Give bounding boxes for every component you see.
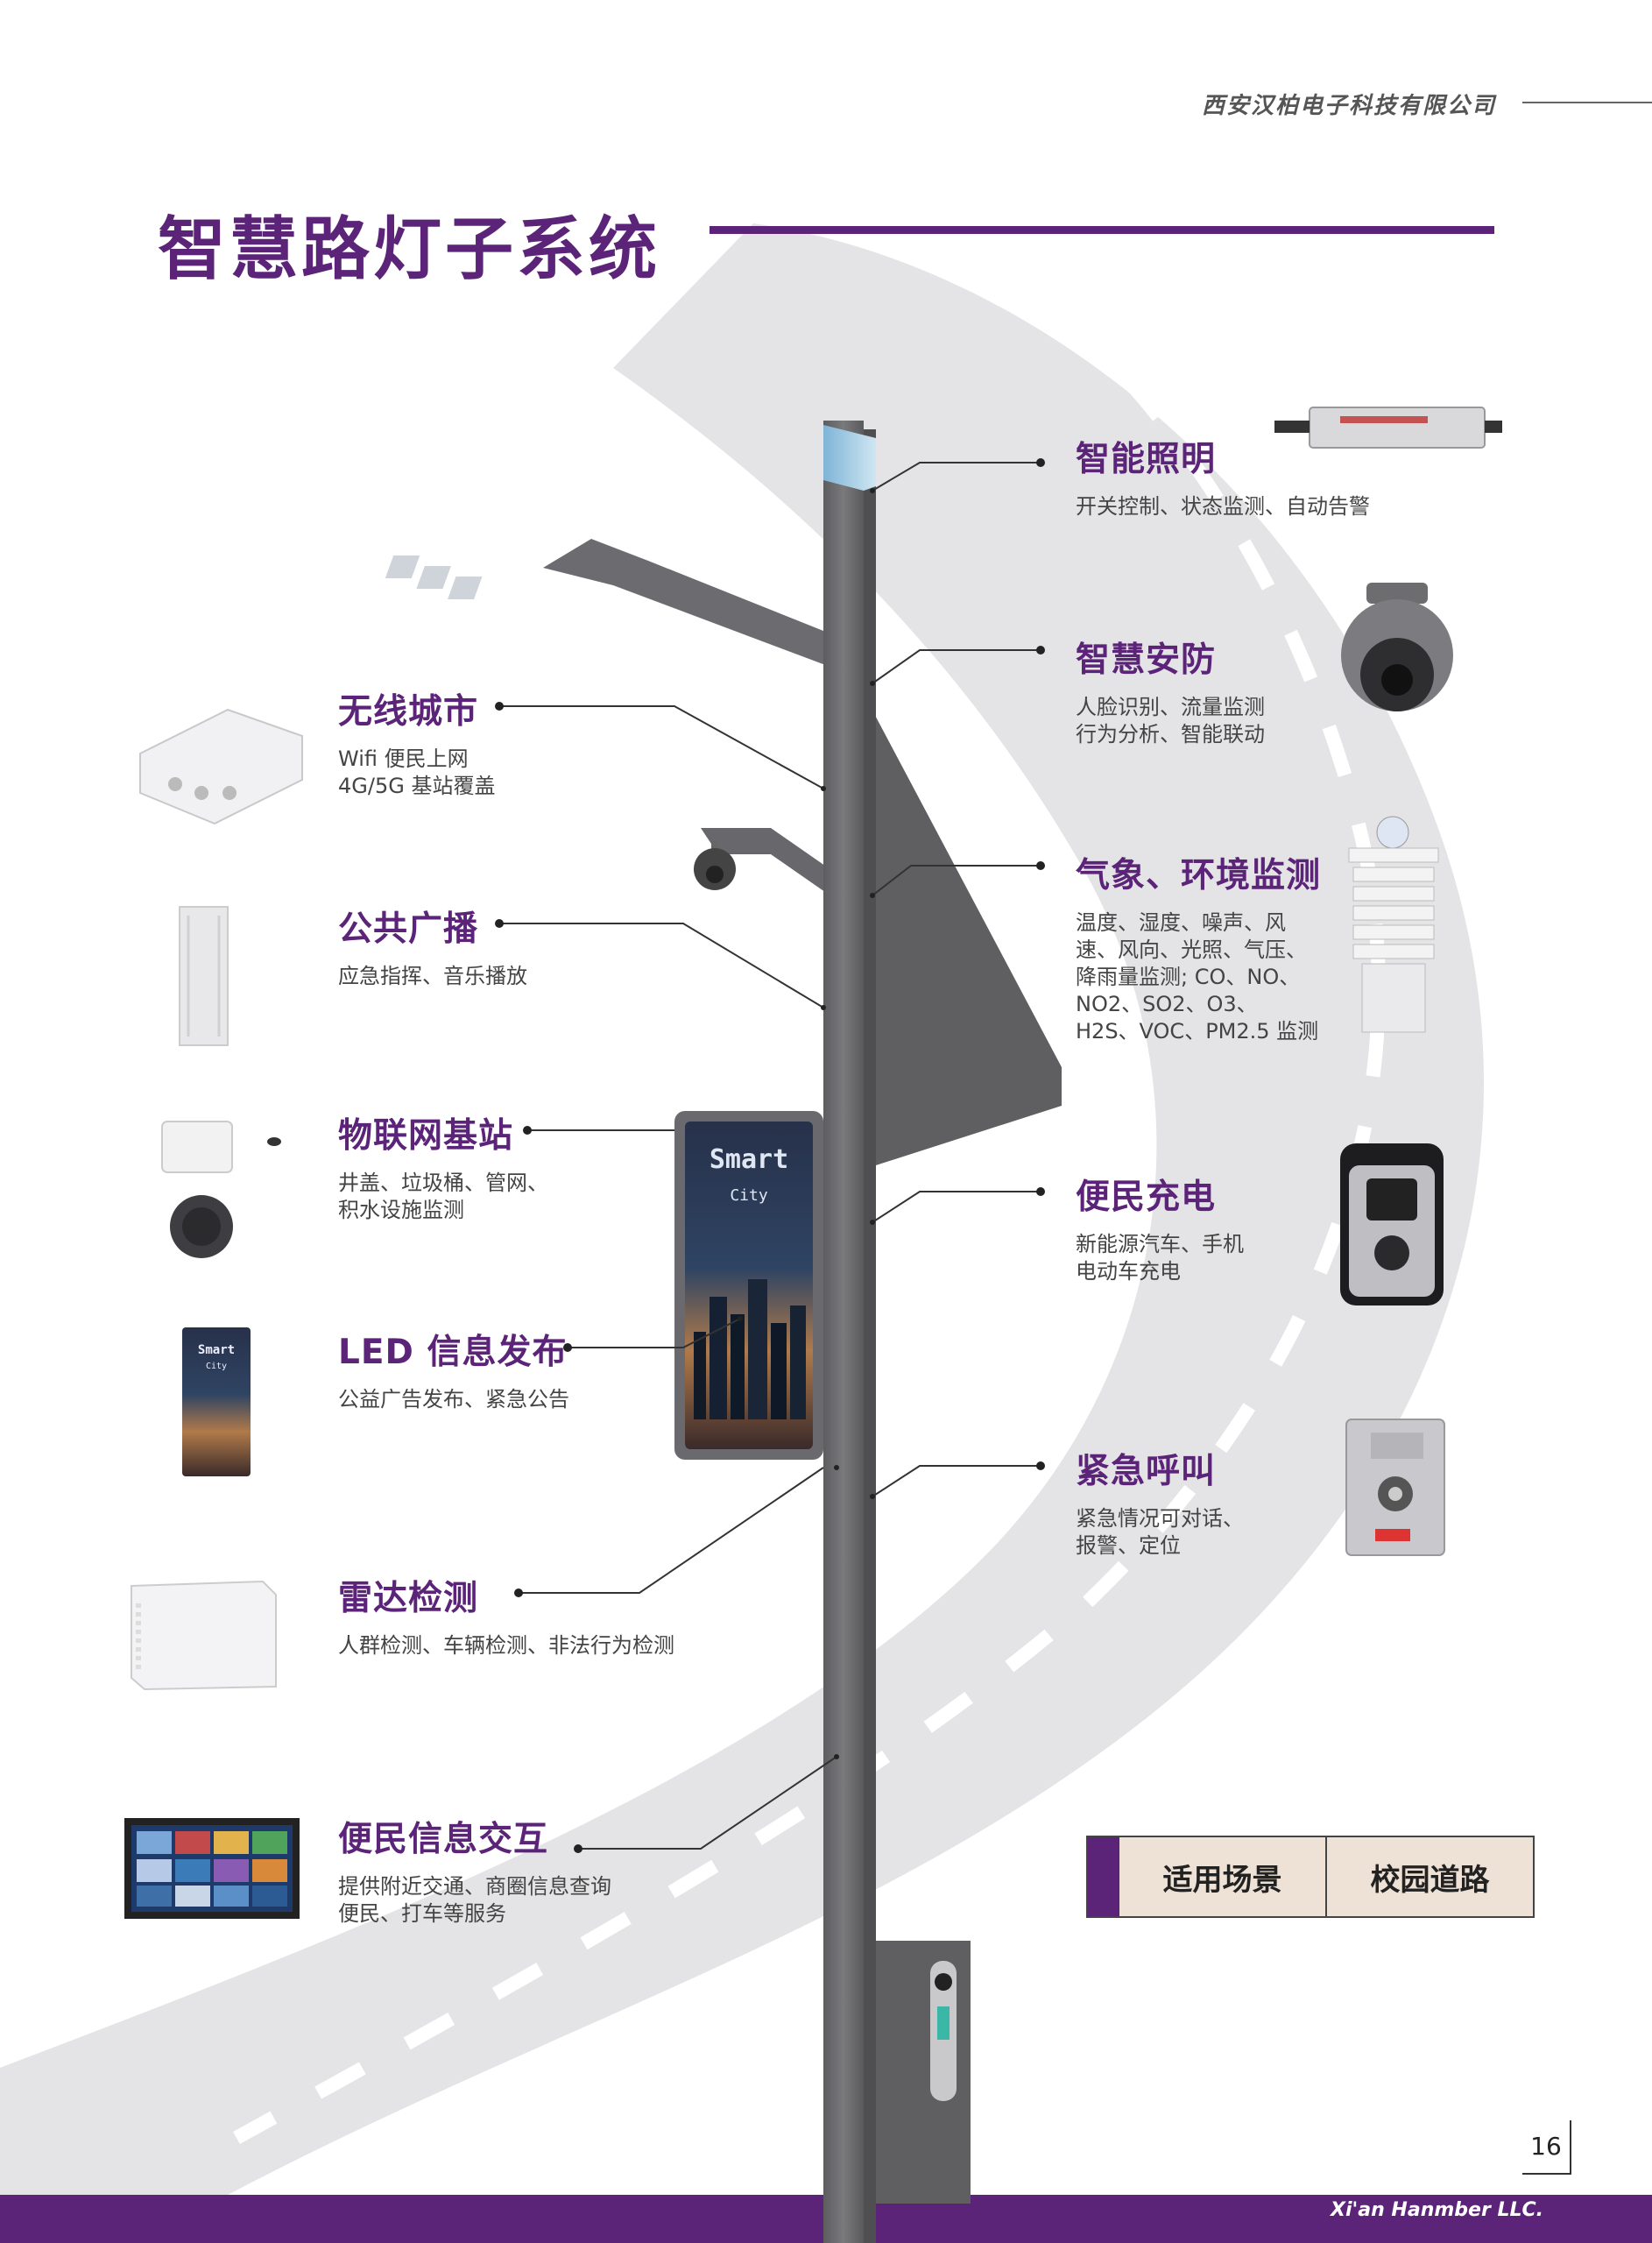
iot-gateway-image	[161, 1121, 281, 1258]
mini-screen-text-2: City	[206, 1362, 227, 1371]
wifi-ap-image	[139, 708, 303, 825]
feature-desc: 开关控制、状态监测、自动告警	[1076, 494, 1370, 519]
feature-smart-security: 智慧安防 人脸识别、流量监测 行为分析、智能联动	[1076, 633, 1265, 748]
feature-desc: 提供附近交通、商圈信息查询 便民、打车等服务	[338, 1874, 611, 1926]
feature-title: 智慧安防	[1076, 640, 1217, 680]
feature-title: 紧急呼叫	[1076, 1452, 1217, 1491]
footer-company-en: Xi'an Hanmber LLC.	[1331, 2199, 1543, 2221]
feature-public-broadcast: 公共广播 应急指挥、音乐播放	[338, 902, 527, 990]
leader-dots	[495, 458, 1045, 1853]
led-screen-text-2: City	[730, 1186, 768, 1205]
feature-title: 气象、环境监测	[1076, 856, 1322, 895]
feature-desc-line: Wifi 便民上网	[338, 746, 469, 771]
feature-desc: 井盖、垃圾桶、管网、 积水设施监测	[338, 1171, 548, 1222]
feature-ev-charging: 便民充电 新能源汽车、手机 电动车充电	[1076, 1170, 1244, 1285]
feature-title: 公共广播	[338, 909, 479, 949]
feature-desc: 人脸识别、流量监测 行为分析、智能联动	[1076, 695, 1265, 746]
feature-wireless-city: 无线城市 Wifi 便民上网 4G/5G 基站覆盖	[338, 684, 495, 800]
mini-screen-text-1: Smart	[198, 1343, 235, 1357]
led-mini-image: Smart City	[182, 1327, 251, 1476]
feature-led-publish: LED 信息发布 公益广告发布、紧急公告	[338, 1325, 569, 1413]
kiosk-screen-image	[124, 1818, 300, 1919]
feature-title: 便民信息交互	[338, 1820, 549, 1859]
feature-iot-station: 物联网基站 井盖、垃圾桶、管网、 积水设施监测	[338, 1108, 548, 1224]
scenario-box: 适用场景 校园道路	[1086, 1836, 1535, 1918]
feature-weather-monitoring: 气象、环境监测 温度、湿度、噪声、风速、风向、光照、气压、降雨量监测; CO、N…	[1076, 848, 1321, 1045]
feature-desc: 温度、湿度、噪声、风速、风向、光照、气压、降雨量监测; CO、NO、NO2、SO…	[1076, 910, 1319, 1044]
pole-led-screen: Smart City	[674, 1111, 823, 1460]
feature-radar: 雷达检测 人群检测、车辆检测、非法行为检测	[338, 1571, 674, 1659]
feature-title: 便民充电	[1076, 1178, 1217, 1217]
pole-camera	[694, 841, 736, 890]
lighting-controller-image	[1274, 407, 1502, 449]
feature-smart-lighting: 智能照明 开关控制、状态监测、自动告警	[1076, 432, 1370, 520]
scenario-accent-bar	[1088, 1837, 1119, 1916]
feature-desc: 公益广告发布、紧急公告	[338, 1387, 569, 1412]
scenario-label: 适用场景	[1162, 1862, 1282, 1898]
feature-emergency-call: 紧急呼叫 紧急情况可对话、 报警、定位	[1076, 1444, 1244, 1560]
weather-station-image	[1348, 816, 1439, 1033]
feature-title: 物联网基站	[338, 1116, 514, 1156]
scenario-value: 校园道路	[1325, 1837, 1533, 1916]
feature-desc: 应急指挥、音乐播放	[338, 964, 527, 988]
feature-title: 无线城市	[338, 692, 479, 732]
feature-desc: 紧急情况可对话、 报警、定位	[1076, 1506, 1244, 1558]
feature-desc: 新能源汽车、手机 电动车充电	[1076, 1232, 1244, 1284]
ev-charger-image	[1340, 1143, 1444, 1305]
road-background	[0, 223, 1484, 2243]
page-number: 16	[1522, 2120, 1571, 2175]
feature-desc-line: 4G/5G 基站覆盖	[338, 774, 496, 798]
led-screen-text-1: Smart	[710, 1144, 788, 1175]
feature-desc: 人群检测、车辆检测、非法行为检测	[338, 1633, 674, 1658]
company-name: 西安汉柏电子科技有限公司	[1201, 93, 1496, 119]
title-rule	[710, 226, 1494, 234]
leader-lines	[499, 462, 1041, 1850]
security-camera-image	[1341, 583, 1453, 711]
radar-image	[131, 1580, 277, 1691]
feature-title: 智能照明	[1076, 440, 1217, 479]
feature-info-kiosk: 便民信息交互 提供附近交通、商圈信息查询 便民、打车等服务	[338, 1812, 611, 1928]
page-title: 智慧路灯子系统	[158, 210, 661, 289]
feature-title: LED 信息发布	[338, 1333, 568, 1372]
feature-desc: Wifi 便民上网 4G/5G 基站覆盖	[338, 746, 495, 800]
emergency-call-image	[1345, 1419, 1445, 1556]
feature-title: 雷达检测	[338, 1579, 479, 1618]
speaker-image	[179, 906, 229, 1046]
light-pole	[385, 421, 1062, 2243]
